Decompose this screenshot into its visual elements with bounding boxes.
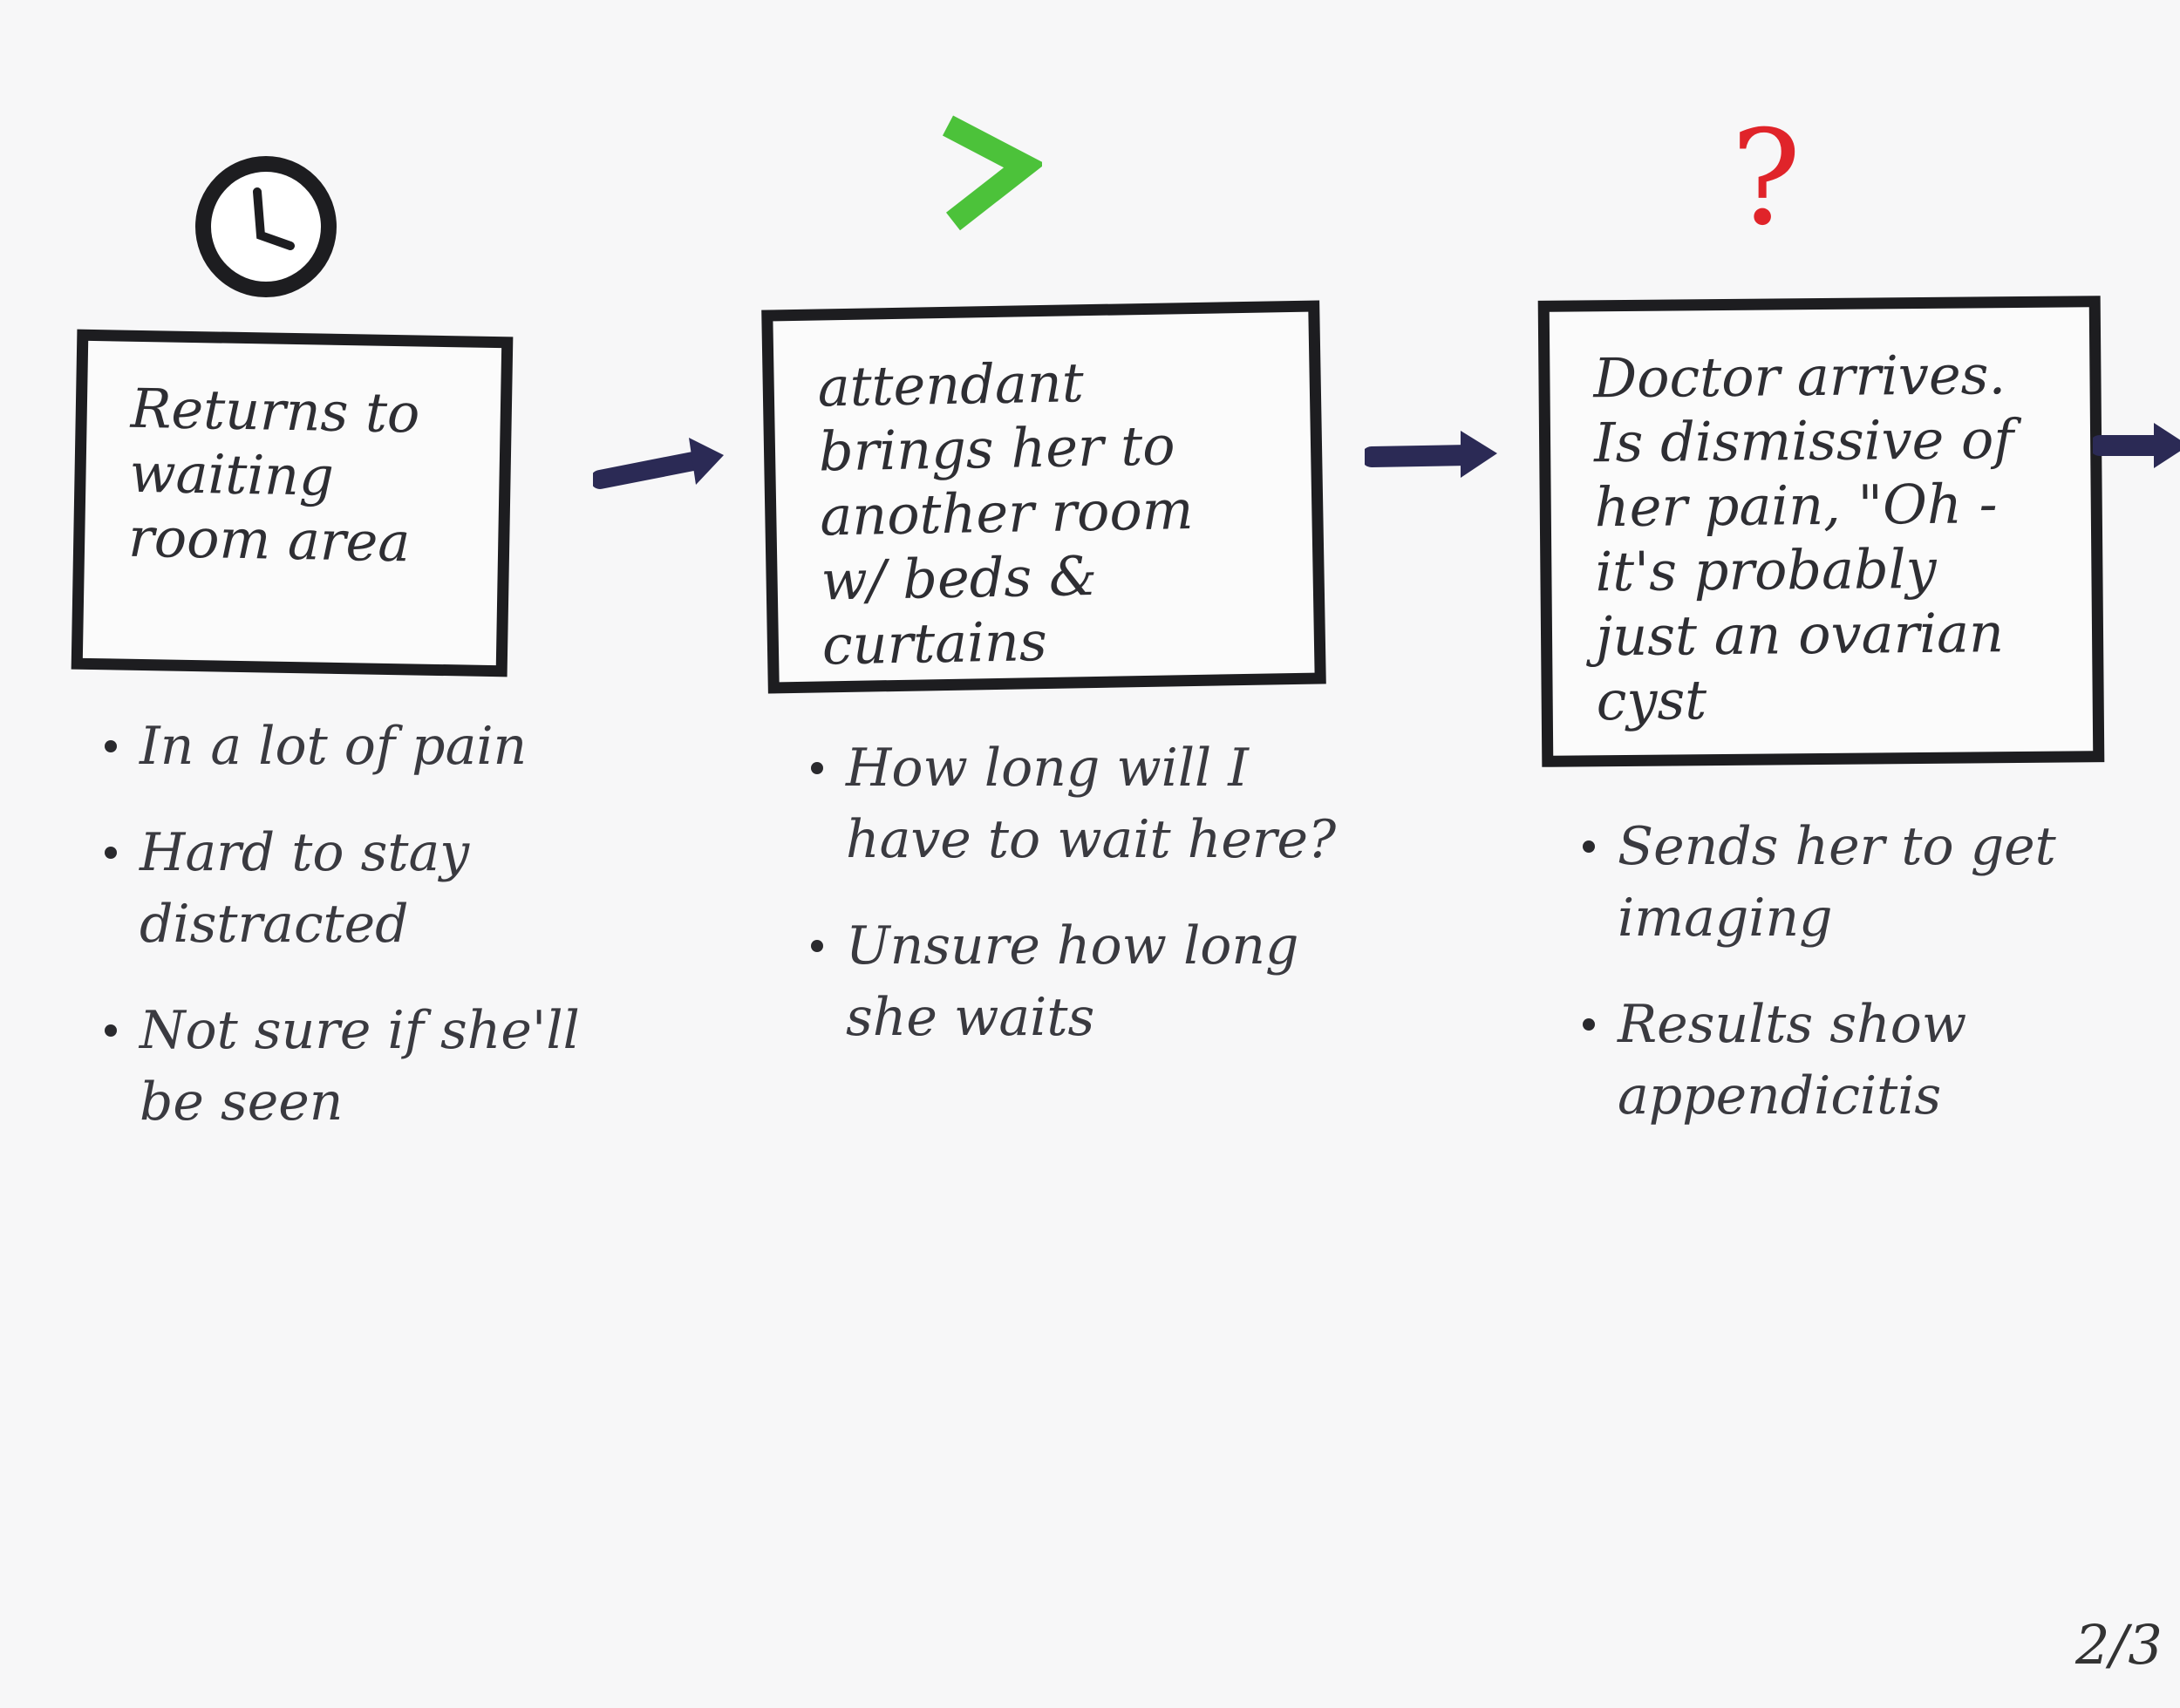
step-1-text: Returns to waiting room area (127, 376, 421, 575)
note-item: Hard to stay distracted (105, 817, 593, 960)
step-2-text: attendant brings her to another room w/ … (817, 350, 1195, 677)
note-item: Not sure if she'll be seen (105, 995, 593, 1138)
red-question-icon: ? (1731, 103, 1802, 255)
clock-icon (195, 156, 337, 297)
arrow-right-icon (593, 438, 724, 489)
step-box-3: Doctor arrives. Is dismissive of her pai… (1537, 296, 2105, 767)
note-item: Sends her to get imaging (1583, 811, 2123, 954)
arrow-right-icon (1365, 431, 1497, 478)
green-chevron-icon (942, 115, 1042, 231)
arrow-right-icon (2093, 423, 2180, 468)
step-box-1: Returns to waiting room area (71, 329, 514, 677)
step-3-text: Doctor arrives. Is dismissive of her pai… (1593, 343, 2014, 733)
note-item: Unsure how long she waits (811, 910, 1352, 1053)
step-3-notes: Sends her to get imaging Results show ap… (1583, 811, 2123, 1167)
note-item: In a lot of pain (105, 711, 593, 782)
page-number: 2/3 (2075, 1613, 2163, 1677)
note-item: Results show appendicitis (1583, 989, 2123, 1132)
note-item: How long will I have to wait here? (811, 732, 1352, 875)
step-1-notes: In a lot of pain Hard to stay distracted… (105, 711, 593, 1173)
step-2-notes: How long will I have to wait here? Unsur… (811, 732, 1352, 1088)
step-box-2: attendant brings her to another room w/ … (761, 300, 1326, 694)
